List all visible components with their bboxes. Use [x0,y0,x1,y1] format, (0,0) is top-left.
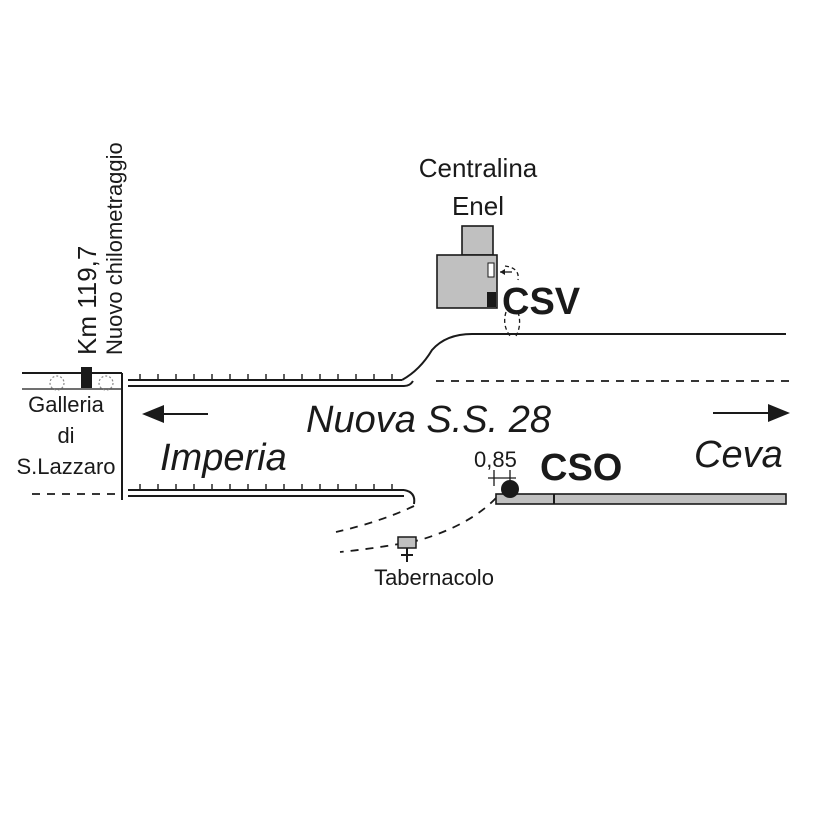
centralina-enel-building [436,225,498,309]
arrow-right-icon [713,404,790,422]
csv-label: CSV [502,281,581,323]
distance-label: 0,85 [474,447,517,472]
centralina-label-1: Centralina [419,153,538,183]
tunnel-galleria [22,367,123,500]
side-path-upper [335,505,415,533]
gallery-label-1: Galleria [28,392,105,417]
gallery-label-2: di [57,423,74,448]
road-upper-edge-right [401,333,786,381]
km-marker [81,367,92,388]
road-upper-edge-left [128,374,414,387]
road-lower-edge-right [495,493,787,505]
csv-station-icon [500,265,521,337]
arrow-left-icon [142,405,208,423]
cso-dot [501,480,519,498]
new-km-label: Nuovo chilometraggio [102,142,127,355]
centralina-label-2: Enel [452,191,504,221]
ceva-label: Ceva [694,434,783,476]
tabernacolo-icon [397,536,417,562]
km-label: Km 119,7 [72,246,102,355]
road-name-label: Nuova S.S. 28 [306,399,551,441]
gallery-label-3: S.Lazzaro [16,454,115,479]
side-path-lower [339,497,497,553]
tabernacolo-label: Tabernacolo [374,565,494,590]
imperia-label: Imperia [160,437,287,479]
cso-station [488,470,519,498]
cso-label: CSO [540,447,622,489]
road-lower-edge-left [128,484,416,505]
